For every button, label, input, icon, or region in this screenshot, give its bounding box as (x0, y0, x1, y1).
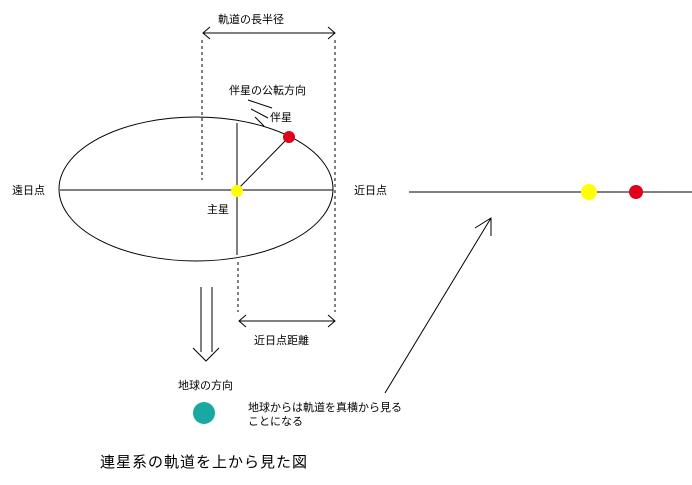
semi-major-axis-label: 軌道の長半径 (218, 12, 284, 26)
edge-on-companion-star (629, 185, 643, 199)
aphelion-label: 遠日点 (12, 184, 45, 197)
earth-direction-label: 地球の方向 (178, 378, 233, 392)
radius-vector-line (236, 136, 290, 191)
perihelion-label: 近日点 (354, 184, 387, 197)
revolution-direction-marks (247, 99, 273, 127)
primary-label: 主星 (207, 203, 229, 216)
perihelion-distance-label: 近日点距離 (254, 333, 309, 347)
diagram-caption: 連星系の軌道を上から見た図 (100, 453, 308, 471)
edge-on-note-line1: 地球からは軌道を真横から見る (248, 400, 402, 414)
earth (193, 402, 215, 424)
companion-star (283, 131, 295, 143)
companion-label: 伴星 (270, 111, 292, 124)
orbit-ellipse (58, 116, 334, 262)
earth-direction-arrow (192, 287, 220, 362)
perihelion-distance-arrow (238, 314, 336, 328)
primary-star (231, 185, 243, 197)
companion-direction-label: 伴星の公転方向 (229, 83, 306, 97)
edge-on-note-line2: ことになる (248, 415, 303, 428)
edge-on-pointer-arrow (384, 217, 492, 394)
edge-on-primary-star (581, 184, 597, 200)
semi-major-axis-arrow (202, 26, 336, 40)
